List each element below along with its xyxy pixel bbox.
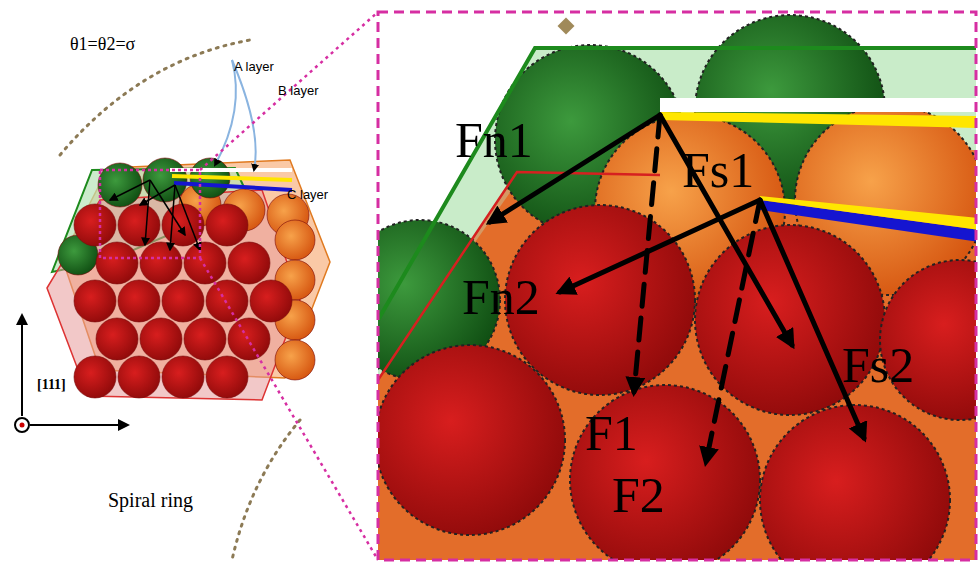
sphere	[206, 204, 248, 246]
layer-label: A layer	[234, 60, 274, 73]
sphere	[228, 242, 270, 284]
force-label: F1	[585, 408, 638, 458]
sphere	[275, 340, 315, 380]
sphere	[162, 204, 204, 246]
angle-label: θ1=θ2=σ	[70, 35, 135, 53]
sphere	[378, 345, 565, 535]
sphere	[184, 318, 226, 360]
sphere	[570, 385, 760, 560]
sphere	[118, 356, 160, 398]
sphere	[162, 280, 204, 322]
sphere	[118, 280, 160, 322]
force-label: Fn2	[462, 272, 540, 322]
axis-label: [111]	[37, 378, 66, 392]
sphere	[74, 356, 116, 398]
sphere	[96, 242, 138, 284]
force-label: Fn1	[455, 115, 533, 165]
layer-label: C layer	[287, 188, 328, 201]
sphere	[96, 318, 138, 360]
sphere	[206, 356, 248, 398]
force-label: F2	[612, 470, 665, 520]
sphere	[184, 242, 226, 284]
force-label: Fs1	[682, 145, 754, 195]
sphere	[74, 280, 116, 322]
sphere	[228, 318, 270, 360]
sphere	[162, 356, 204, 398]
ring-label: Spiral ring	[108, 490, 193, 510]
sphere	[140, 318, 182, 360]
sphere	[250, 280, 292, 322]
sphere	[206, 280, 248, 322]
sphere	[275, 220, 315, 260]
force-label: Fs2	[842, 340, 914, 390]
sphere	[74, 204, 116, 246]
sphere	[118, 204, 160, 246]
sphere	[760, 405, 950, 560]
sphere	[140, 242, 182, 284]
layer-label: B layer	[278, 84, 318, 97]
